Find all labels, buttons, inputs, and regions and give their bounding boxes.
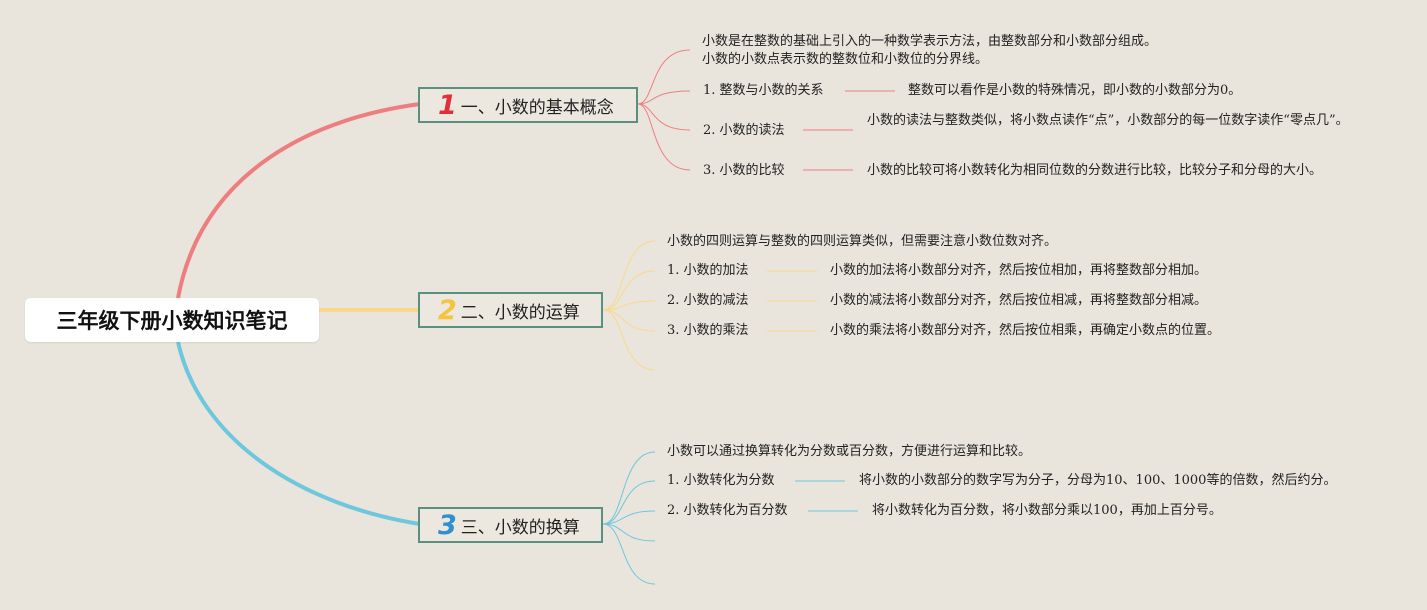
topic-1-item-1-label[interactable]: 1. 整数与小数的关系 xyxy=(703,83,824,98)
topic-2-item-2-detail[interactable]: 小数的减法将小数部分对齐，然后按位相减，再将整数部分相减。 xyxy=(830,293,1208,308)
topic-2-intro[interactable]: 小数的四则运算与整数的四则运算类似，但需要注意小数位数对齐。 xyxy=(667,234,1058,249)
topic-2-item-2-label[interactable]: 2. 小数的减法 xyxy=(667,293,749,308)
topic-1-item-2-detail[interactable]: 小数的读法与整数类似，将小数点读作“点”，小数部分的每一位数字读作“零点几”。 xyxy=(867,113,1349,128)
topic-2-item-3-label[interactable]: 3. 小数的乘法 xyxy=(667,323,749,338)
topic-number-3: 3 xyxy=(438,509,457,541)
topic-1-intro-line-2: 小数的小数点表示数的整数位和小数位的分界线。 xyxy=(702,52,989,67)
central-topic-label: 三年级下册小数知识笔记 xyxy=(56,309,288,333)
topic-1-item-1-detail[interactable]: 整数可以看作是小数的特殊情况，即小数的小数部分为0。 xyxy=(908,83,1242,98)
topic-2[interactable]: 2 二、小数的运算 xyxy=(418,292,603,328)
topic-2-item-3-detail[interactable]: 小数的乘法将小数部分对齐，然后按位相乘，再确定小数点的位置。 xyxy=(830,323,1221,338)
topic-number-1: 1 xyxy=(438,89,457,121)
central-topic[interactable]: 三年级下册小数知识笔记 xyxy=(25,298,319,342)
topic-number-2: 2 xyxy=(438,294,457,326)
topic-1-item-3-detail[interactable]: 小数的比较可将小数转化为相同位数的分数进行比较，比较分子和分母的大小。 xyxy=(867,163,1323,178)
topic-title: 三、小数的换算 xyxy=(460,517,580,538)
topic-2-item-1-label[interactable]: 1. 小数的加法 xyxy=(667,263,749,278)
topic-2-item-1-detail[interactable]: 小数的加法将小数部分对齐，然后按位相加，再将整数部分相加。 xyxy=(830,263,1208,278)
topic-2-fan xyxy=(602,240,817,371)
topic-title: 二、小数的运算 xyxy=(460,302,580,323)
topic-1-fan xyxy=(637,49,895,171)
topic-title: 一、小数的基本概念 xyxy=(460,97,614,118)
topic-1-intro[interactable]: 小数是在整数的基础上引入的一种数学表示方法，由整数部分和小数部分组成。 小数的小… xyxy=(702,33,1157,69)
topic-1-intro-line-1: 小数是在整数的基础上引入的一种数学表示方法，由整数部分和小数部分组成。 xyxy=(702,34,1158,49)
branch-line-1 xyxy=(176,102,421,299)
topic-3-intro[interactable]: 小数可以通过换算转化为分数或百分数，方便进行运算和比较。 xyxy=(667,444,1032,459)
topic-1-item-3-label[interactable]: 3. 小数的比较 xyxy=(703,163,785,178)
topic-3-item-1-detail[interactable]: 将小数的小数部分的数字写为分子，分母为10、100、1000等的倍数，然后约分。 xyxy=(859,473,1337,488)
topic-1-item-2-label[interactable]: 2. 小数的读法 xyxy=(703,123,785,138)
topic-3-item-2-detail[interactable]: 将小数转化为百分数，将小数部分乘以100，再加上百分号。 xyxy=(872,503,1222,518)
topic-3-fan xyxy=(602,451,858,585)
topic-3[interactable]: 3 三、小数的换算 xyxy=(418,507,603,543)
topic-1[interactable]: 1 一、小数的基本概念 xyxy=(418,87,638,123)
topic-3-item-1-label[interactable]: 1. 小数转化为分数 xyxy=(667,473,775,488)
topic-3-item-2-label[interactable]: 2. 小数转化为百分数 xyxy=(667,503,788,518)
branch-line-3 xyxy=(176,341,421,526)
